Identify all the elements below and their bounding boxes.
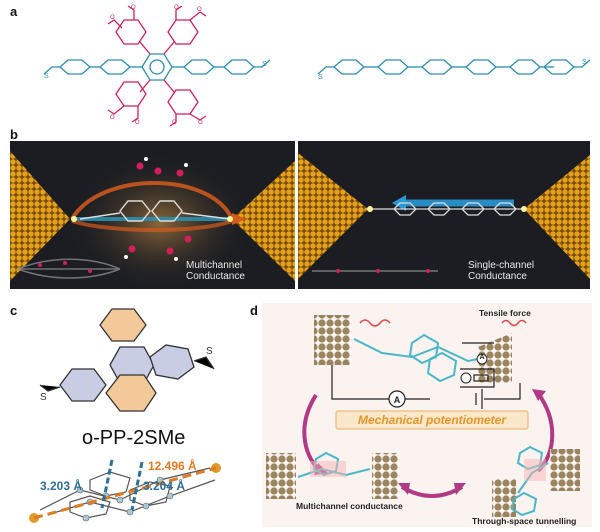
- svg-text:O: O: [135, 120, 140, 126]
- multichannel-caption: Multichannel Conductance: [186, 260, 245, 282]
- svg-text:S: S: [582, 59, 587, 66]
- panel-label-d: d: [250, 303, 258, 318]
- multichannel-junction-illustration: [10, 146, 295, 286]
- distance-b-label: 3.204 Å: [143, 479, 186, 493]
- svg-text:S: S: [318, 74, 323, 81]
- gold-electrode-right-2: [524, 155, 590, 279]
- svg-text:O: O: [174, 5, 179, 11]
- svg-text:O: O: [131, 5, 136, 11]
- panel-b-singlechannel-render: Single-channel Conductance: [298, 141, 590, 289]
- panel-label-c: c: [10, 303, 18, 318]
- gold-electrode-right: [232, 161, 295, 281]
- panel-c-structure: S S: [39, 308, 215, 412]
- panel-a-structures: S S O O O O O O O O: [43, 5, 591, 127]
- gold-electrode-left: [10, 151, 70, 281]
- svg-text:O: O: [198, 120, 203, 126]
- svg-text:S: S: [44, 73, 49, 80]
- svg-text:O: O: [197, 7, 202, 13]
- panel-label-a: a: [10, 4, 18, 19]
- ammeter-main-label: A: [393, 395, 401, 405]
- svg-text:O: O: [172, 120, 177, 126]
- branched-molecule-structure: S S O O O O O O O O: [43, 5, 271, 127]
- svg-text:S: S: [40, 392, 47, 403]
- ammeter-small-label: A: [479, 354, 485, 361]
- panel-label-b: b: [10, 127, 18, 142]
- singlechannel-junction-illustration: [298, 153, 590, 279]
- gold-electrode-left-2: [298, 153, 368, 279]
- molecule-name: o-PP-2SMe: [82, 427, 186, 449]
- svg-text:O: O: [110, 15, 115, 21]
- linear-molecule-structure: [317, 59, 591, 75]
- long-distance-line: [33, 466, 217, 520]
- tensile-force-label: Tensile force: [479, 308, 531, 318]
- ammeter-main-icon: [388, 390, 406, 408]
- banner-background: [335, 410, 529, 430]
- crystal-structure-image: [29, 459, 221, 523]
- panel-d-illustration: Tensile force A A Mechanical potentiomet…: [262, 303, 592, 527]
- distance-a-label: 3.203 Å: [40, 479, 83, 493]
- singlechannel-caption: Single-channel Conductance: [468, 260, 535, 282]
- svg-text:S: S: [262, 61, 267, 68]
- svg-text:O: O: [110, 115, 115, 121]
- multichannel-conductance-label: Multichannel conductance: [296, 501, 403, 511]
- through-space-label: Through-space tunnelling: [472, 516, 577, 526]
- distance-long-label: 12.496 Å: [148, 459, 197, 473]
- mechanical-potentiometer-banner: Mechanical potentiometer: [357, 413, 507, 427]
- panel-b-multichannel-render: Multichannel Conductance: [10, 141, 295, 289]
- potentiometer-scheme: [266, 315, 580, 517]
- svg-text:S: S: [206, 346, 213, 357]
